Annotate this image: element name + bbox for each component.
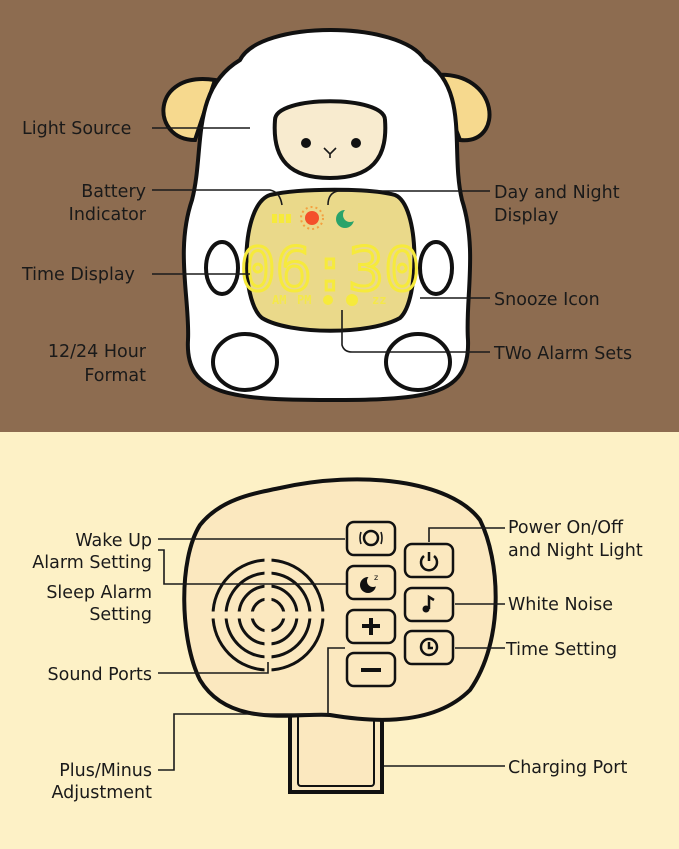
right-eye [351,138,361,148]
label-white-noise: White Noise [508,595,613,615]
label-charging: Charging Port [508,758,627,778]
alarm-indicator-icon [323,295,333,305]
label-battery-1: Battery [81,182,146,202]
label-alarm-sets: TWo Alarm Sets [493,344,632,364]
label-power-2: and Night Light [508,541,643,561]
left-arm [204,240,240,296]
music-note-icon [422,594,435,613]
label-day-night-1: Day and Night [494,183,620,203]
moon-icon [336,208,357,228]
top-leader-lines [152,127,490,353]
label-sound: Sound Ports [48,665,152,685]
sheep-face [272,99,388,181]
time-digits: 06:30 [240,235,421,305]
moon-zz-icon: z [360,573,379,593]
label-battery-2: Indicator [69,205,147,225]
snooze-zz-icon: zz [372,293,386,307]
wake-alarm-button[interactable] [345,520,397,557]
bottom-leader-lines [158,527,505,771]
label-plusminus-2: Adjustment [52,783,153,803]
sleep-indicator-icon [346,294,358,306]
clock-icon [419,637,439,657]
label-time-display: Time Display [21,265,135,285]
label-sleep-2: Setting [89,605,152,625]
mouth [323,147,337,158]
label-wake-1: Wake Up [75,531,152,551]
label-format-1: 12/24 Hour [48,342,147,362]
label-plusminus-1: Plus/Minus [59,761,152,781]
svg-text:z: z [374,573,378,582]
sheep-clock: 06:30 AM PM zz [161,28,492,403]
battery-icon [272,214,291,223]
am-indicator: AM [272,293,286,307]
label-format-2: Format [84,366,146,386]
alarm-clock-icon [359,529,383,547]
sun-icon [300,206,324,230]
left-foot [211,332,279,392]
right-foot [384,332,452,392]
label-day-night-2: Display [494,206,559,226]
pm-indicator: PM [297,293,311,307]
label-light-source: Light Source [22,119,131,139]
left-ear [161,77,218,143]
label-time-setting: Time Setting [505,640,617,660]
label-snooze: Snooze Icon [494,290,600,310]
label-power-1: Power On/Off [508,518,624,538]
right-arm [418,240,454,296]
label-wake-2: Alarm Setting [32,553,152,573]
plus-icon [362,618,380,635]
label-sleep-1: Sleep Alarm [46,583,152,603]
power-icon [419,552,439,572]
left-eye [301,138,311,148]
